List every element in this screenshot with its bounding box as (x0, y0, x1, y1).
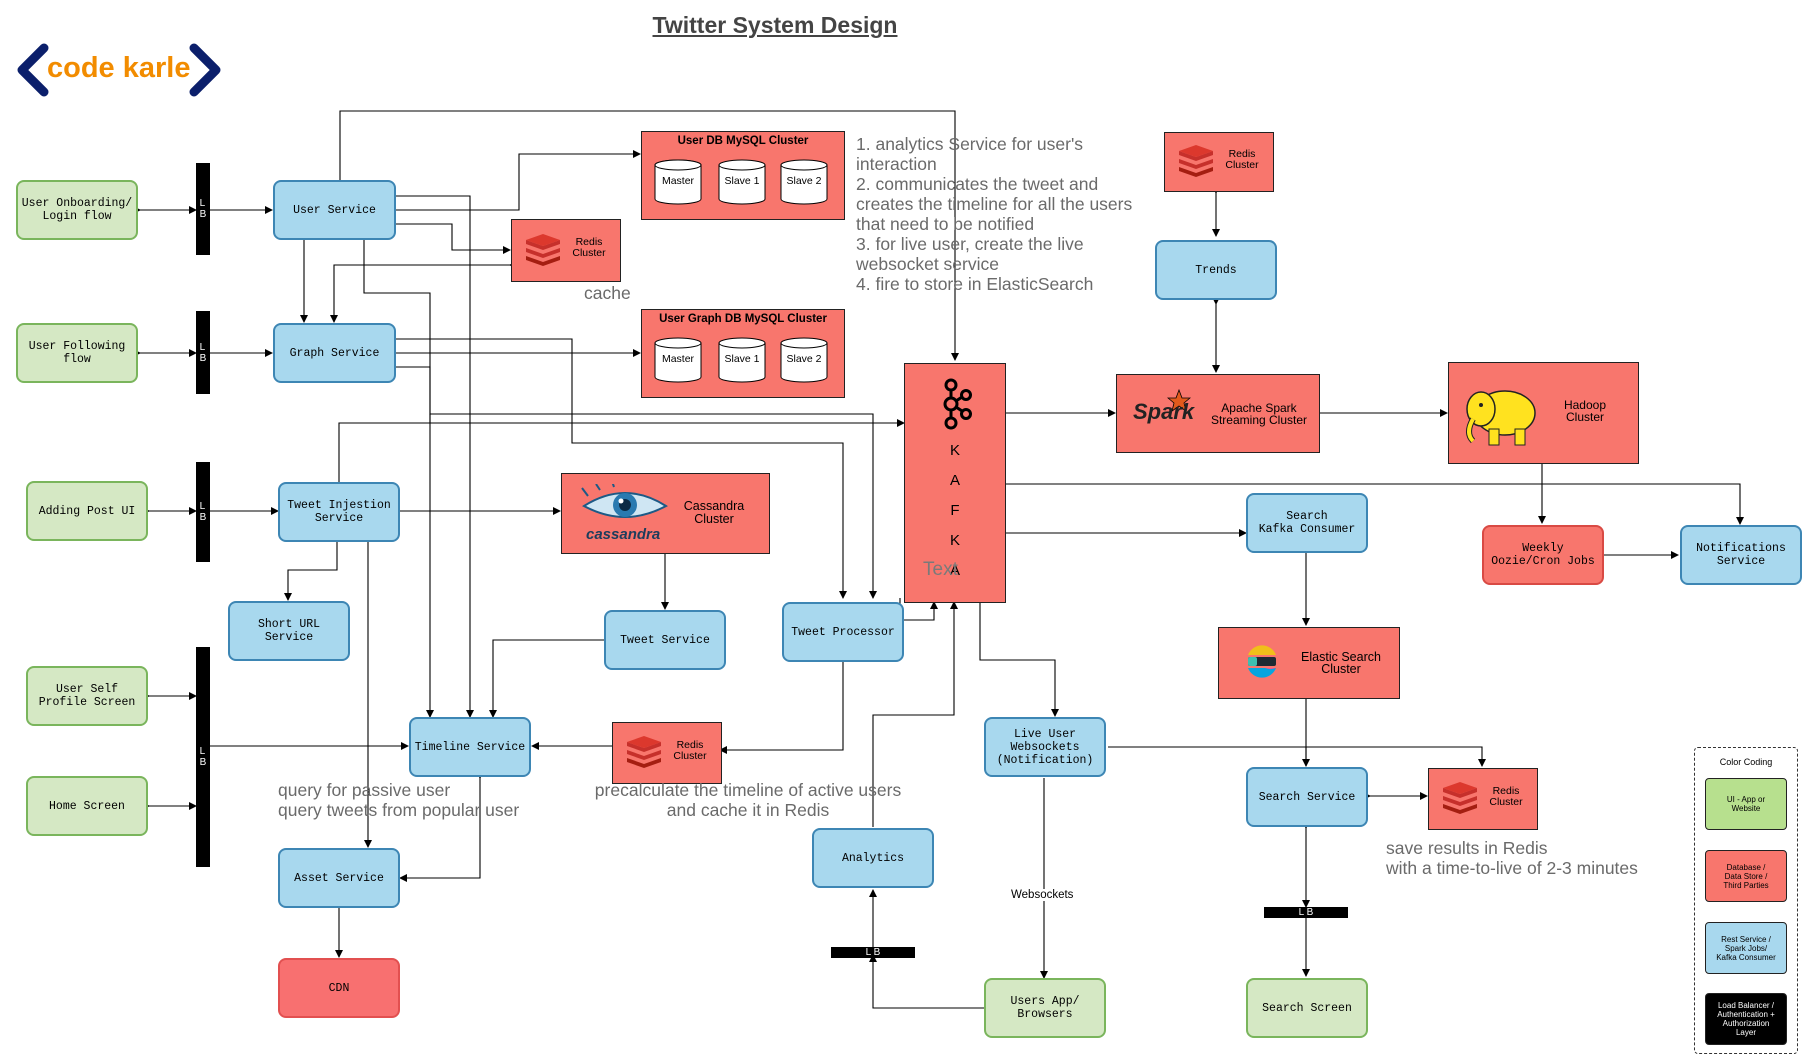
weekly-cron-jobs: Weekly Oozie/Cron Jobs (1482, 525, 1604, 585)
user-service: User Service (273, 180, 396, 240)
user-db-node: Slave 2 (786, 175, 822, 187)
page-title: Twitter System Design (652, 12, 898, 38)
spark-star-icon (1167, 389, 1191, 412)
database-icon: Slave 2 (780, 159, 828, 205)
user-onboarding-ui: User Onboarding/ Login flow (16, 180, 138, 240)
user-db-node: Slave 1 (724, 175, 760, 187)
spark-logo-text: Spark (1133, 399, 1195, 424)
redis-cluster-timeline: Redis Cluster (612, 722, 722, 784)
kafka-annotation: 1. analytics Service for user's interact… (856, 134, 1133, 294)
redis-label: Redis Cluster (1225, 148, 1259, 171)
user-db-title: User DB MySQL Cluster (677, 135, 809, 147)
logo-text: code karle (47, 52, 191, 84)
cdn-node: CDN (278, 958, 400, 1018)
kafka-letter: K (949, 442, 960, 459)
cassandra-cluster: cassandra Cassandra Cluster (561, 473, 770, 554)
spark-cluster: Spark Apache Spark Streaming Cluster (1116, 374, 1320, 453)
legend-datastore: Database / Data Store / Third Parties (1705, 850, 1787, 902)
precalculate-annotation: precalculate the timeline of active user… (594, 780, 902, 820)
legend-title: Color Coding (1719, 757, 1773, 767)
kafka-letter: A (949, 472, 960, 489)
user-db-cluster: User DB MySQL Cluster Master Slave 1 Sla… (641, 131, 845, 220)
elastic-label: Elastic Search Cluster (1301, 650, 1381, 676)
spark-label: Apache Spark Streaming Cluster (1210, 401, 1308, 427)
legend-service: Rest Service / Spark Jobs/ Kafka Consume… (1705, 922, 1787, 974)
load-balancer-post: L B (196, 462, 210, 562)
load-balancer-following: L B (196, 311, 210, 394)
websockets-label: Websockets (1011, 889, 1074, 901)
redis-cluster-search: Redis Cluster (1428, 768, 1538, 830)
graph-db-node: Slave 1 (724, 353, 760, 365)
search-service: Search Service (1246, 767, 1368, 827)
redis-label: Redis Cluster (572, 236, 606, 259)
load-balancer-analytics: L B (831, 947, 915, 958)
logo-chevrons-icon (17, 43, 221, 97)
database-icon: Master (654, 159, 702, 205)
kafka-overlay-text: Text (923, 559, 958, 580)
passive-user-annotation: query for passive user query tweets from… (278, 780, 520, 820)
cache-annotation: cache (584, 283, 631, 303)
tweet-injestion-service: Tweet Injestion Service (278, 482, 400, 542)
kafka-broker: K A F K A Text (904, 363, 1006, 603)
redis-cluster-trends: Redis Cluster (1164, 132, 1274, 192)
legend-ui: UI - App or Website (1705, 778, 1787, 830)
asset-service: Asset Service (278, 848, 400, 908)
elastic-logo-icon (1248, 645, 1276, 678)
graph-db-node: Slave 2 (786, 353, 822, 365)
home-screen-ui: Home Screen (26, 776, 148, 836)
user-following-ui: User Following flow (16, 323, 138, 383)
database-icon: Slave 1 (718, 159, 766, 205)
cassandra-eye-icon (581, 484, 668, 518)
database-icon: Slave 2 (780, 337, 828, 383)
load-balancer-search: L B (1264, 907, 1348, 918)
cassandra-label: Cassandra Cluster (683, 499, 745, 526)
database-icon: Slave 1 (718, 337, 766, 383)
search-screen-ui: Search Screen (1246, 978, 1368, 1038)
logo: code karle (14, 40, 229, 100)
user-self-profile-ui: User Self Profile Screen (26, 666, 148, 726)
hadoop-label: Hadoop Cluster (1563, 398, 1607, 424)
tweet-service: Tweet Service (604, 610, 726, 670)
graph-db-cluster: User Graph DB MySQL Cluster Master Slave… (641, 309, 845, 398)
users-app-ui: Users App/ Browsers (984, 978, 1106, 1038)
timeline-service: Timeline Service (409, 717, 531, 777)
redis-icon (627, 736, 661, 768)
notifications-service: Notifications Service (1680, 525, 1802, 585)
redis-icon (1179, 145, 1213, 177)
color-legend: Color Coding UI - App or Website Databas… (1694, 747, 1798, 1054)
hadoop-elephant-icon (1466, 390, 1536, 446)
graph-db-title: User Graph DB MySQL Cluster (659, 313, 827, 325)
redis-label: Redis Cluster (1489, 785, 1523, 808)
kafka-letter: A (949, 562, 960, 579)
load-balancer-home: L B (196, 647, 210, 867)
elastic-search-cluster: Elastic Search Cluster (1218, 627, 1400, 699)
kafka-letter: F (950, 502, 960, 519)
redis-label: Redis Cluster (673, 739, 707, 762)
redis-cluster-user: Redis Cluster (511, 219, 621, 282)
live-user-websockets: Live User Websockets (Notification) (984, 717, 1106, 777)
search-cache-annotation: save results in Redis with a time-to-liv… (1386, 838, 1638, 878)
redis-icon (526, 234, 560, 266)
short-url-service: Short URL Service (228, 601, 350, 661)
graph-db-node: Master (661, 353, 695, 365)
user-db-node: Master (661, 175, 695, 187)
adding-post-ui: Adding Post UI (26, 481, 148, 541)
load-balancer-onboarding: L B (196, 163, 210, 255)
legend-lb: Load Balancer / Authentication + Authori… (1705, 993, 1787, 1045)
cassandra-logo-text: cassandra (586, 526, 661, 543)
trends-service: Trends (1155, 240, 1277, 300)
database-icon: Master (654, 337, 702, 383)
hadoop-cluster: Hadoop Cluster (1448, 362, 1639, 464)
redis-icon (1443, 782, 1477, 814)
analytics-service: Analytics (812, 828, 934, 888)
graph-service: Graph Service (273, 323, 396, 383)
search-kafka-consumer: Search Kafka Consumer (1246, 493, 1368, 553)
kafka-icon (943, 378, 972, 430)
tweet-processor: Tweet Processor (782, 602, 904, 662)
kafka-letter: K (949, 532, 960, 549)
